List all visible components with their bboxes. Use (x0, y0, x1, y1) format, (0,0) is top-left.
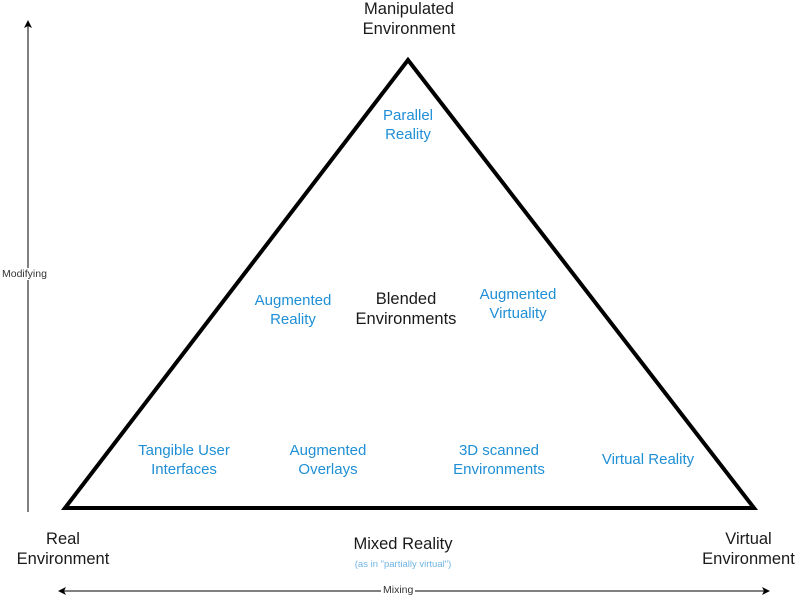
blended-environments-label: Blended Environments (355, 290, 457, 328)
augmented-reality-label: Augmented Reality (254, 292, 332, 328)
parallel-reality-label: Parallel Reality (382, 107, 434, 143)
mixing-axis-label: Mixing (381, 584, 416, 596)
virtual-environment-label: Virtual Environment (702, 530, 795, 568)
tangible-user-interfaces-label: Tangible User Interfaces (138, 442, 230, 478)
virtual-reality-label: Virtual Reality (601, 451, 695, 468)
3d-scanned-environments-label: 3D scanned Environments (453, 442, 545, 478)
partially-virtual-note: (as in "partially virtual") (354, 559, 452, 570)
real-environment-label: Real Environment (16, 530, 110, 568)
augmented-overlays-label: Augmented Overlays (289, 442, 367, 478)
augmented-virtuality-label: Augmented Virtuality (479, 286, 557, 322)
mixed-reality-triangle (60, 56, 759, 510)
modifying-axis-label: Modifying (0, 268, 49, 280)
mixed-reality-label: Mixed Reality (353, 535, 453, 553)
manipulated-environment-label: Manipulated Environment (362, 0, 456, 38)
